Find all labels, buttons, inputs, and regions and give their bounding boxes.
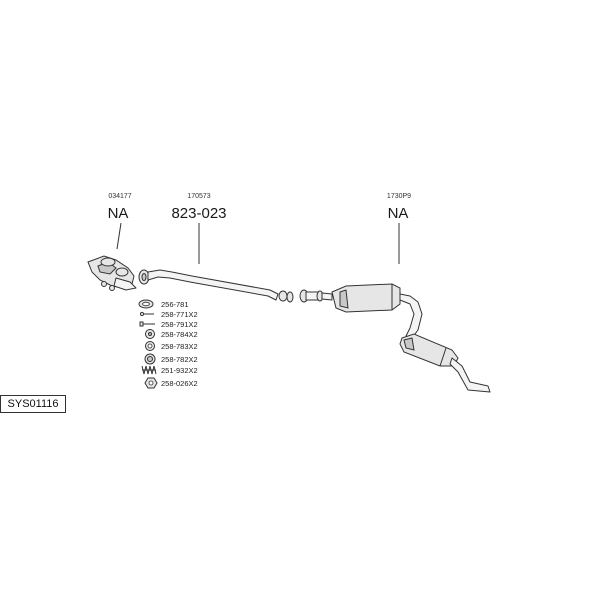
legend-label: 258-784X2 [161,330,198,339]
middle-clamp-part [299,289,333,303]
screw-icon [139,321,155,327]
washer-icon [144,353,156,365]
front-pipe-part [87,255,137,291]
nut-ring-icon [145,341,155,351]
front-pipe-leader [116,222,122,250]
middle-pipe-part [147,269,294,303]
callout-middle-pipe: 170573 823-023 [171,193,227,264]
callout-front-pipe: 034177 NA [108,193,132,250]
legend-label: 251-932X2 [161,366,198,375]
rear-silencer-part [399,333,459,367]
front-pipe-ref: 034177 [108,193,131,200]
legend-label: 258-771X2 [161,310,198,319]
middle-pipe-ref: 170573 [187,193,210,200]
legend-label: 258-783X2 [161,342,198,351]
system-code-label: SYS01116 [0,395,66,413]
callout-rear-silencer: 1730P9 NA [387,193,411,264]
spring-icon [141,365,157,375]
middle-silencer-part [331,283,401,313]
bolt-icon [139,311,154,317]
legend-label: 258-782X2 [161,355,198,364]
connecting-pipe-part [399,293,423,339]
rear-silencer-ref: 1730P9 [387,193,411,200]
gasket-ring-icon [138,299,154,309]
rubber-mount-icon [145,329,155,339]
rear-silencer-code: NA [388,205,409,222]
legend-labels: 256-781 258-771X2 258-791X2 258-784X2 25… [161,300,198,388]
legend-label: 258-791X2 [161,320,198,329]
middle-pipe-code: 823-023 [171,205,226,222]
front-pipe-code: NA [108,205,129,222]
legend-icons [138,299,158,389]
legend-label: 256-781 [161,300,189,309]
hex-nut-icon [144,377,158,389]
tail-pipe-part [449,357,491,393]
legend-label: 258-026X2 [161,379,198,388]
